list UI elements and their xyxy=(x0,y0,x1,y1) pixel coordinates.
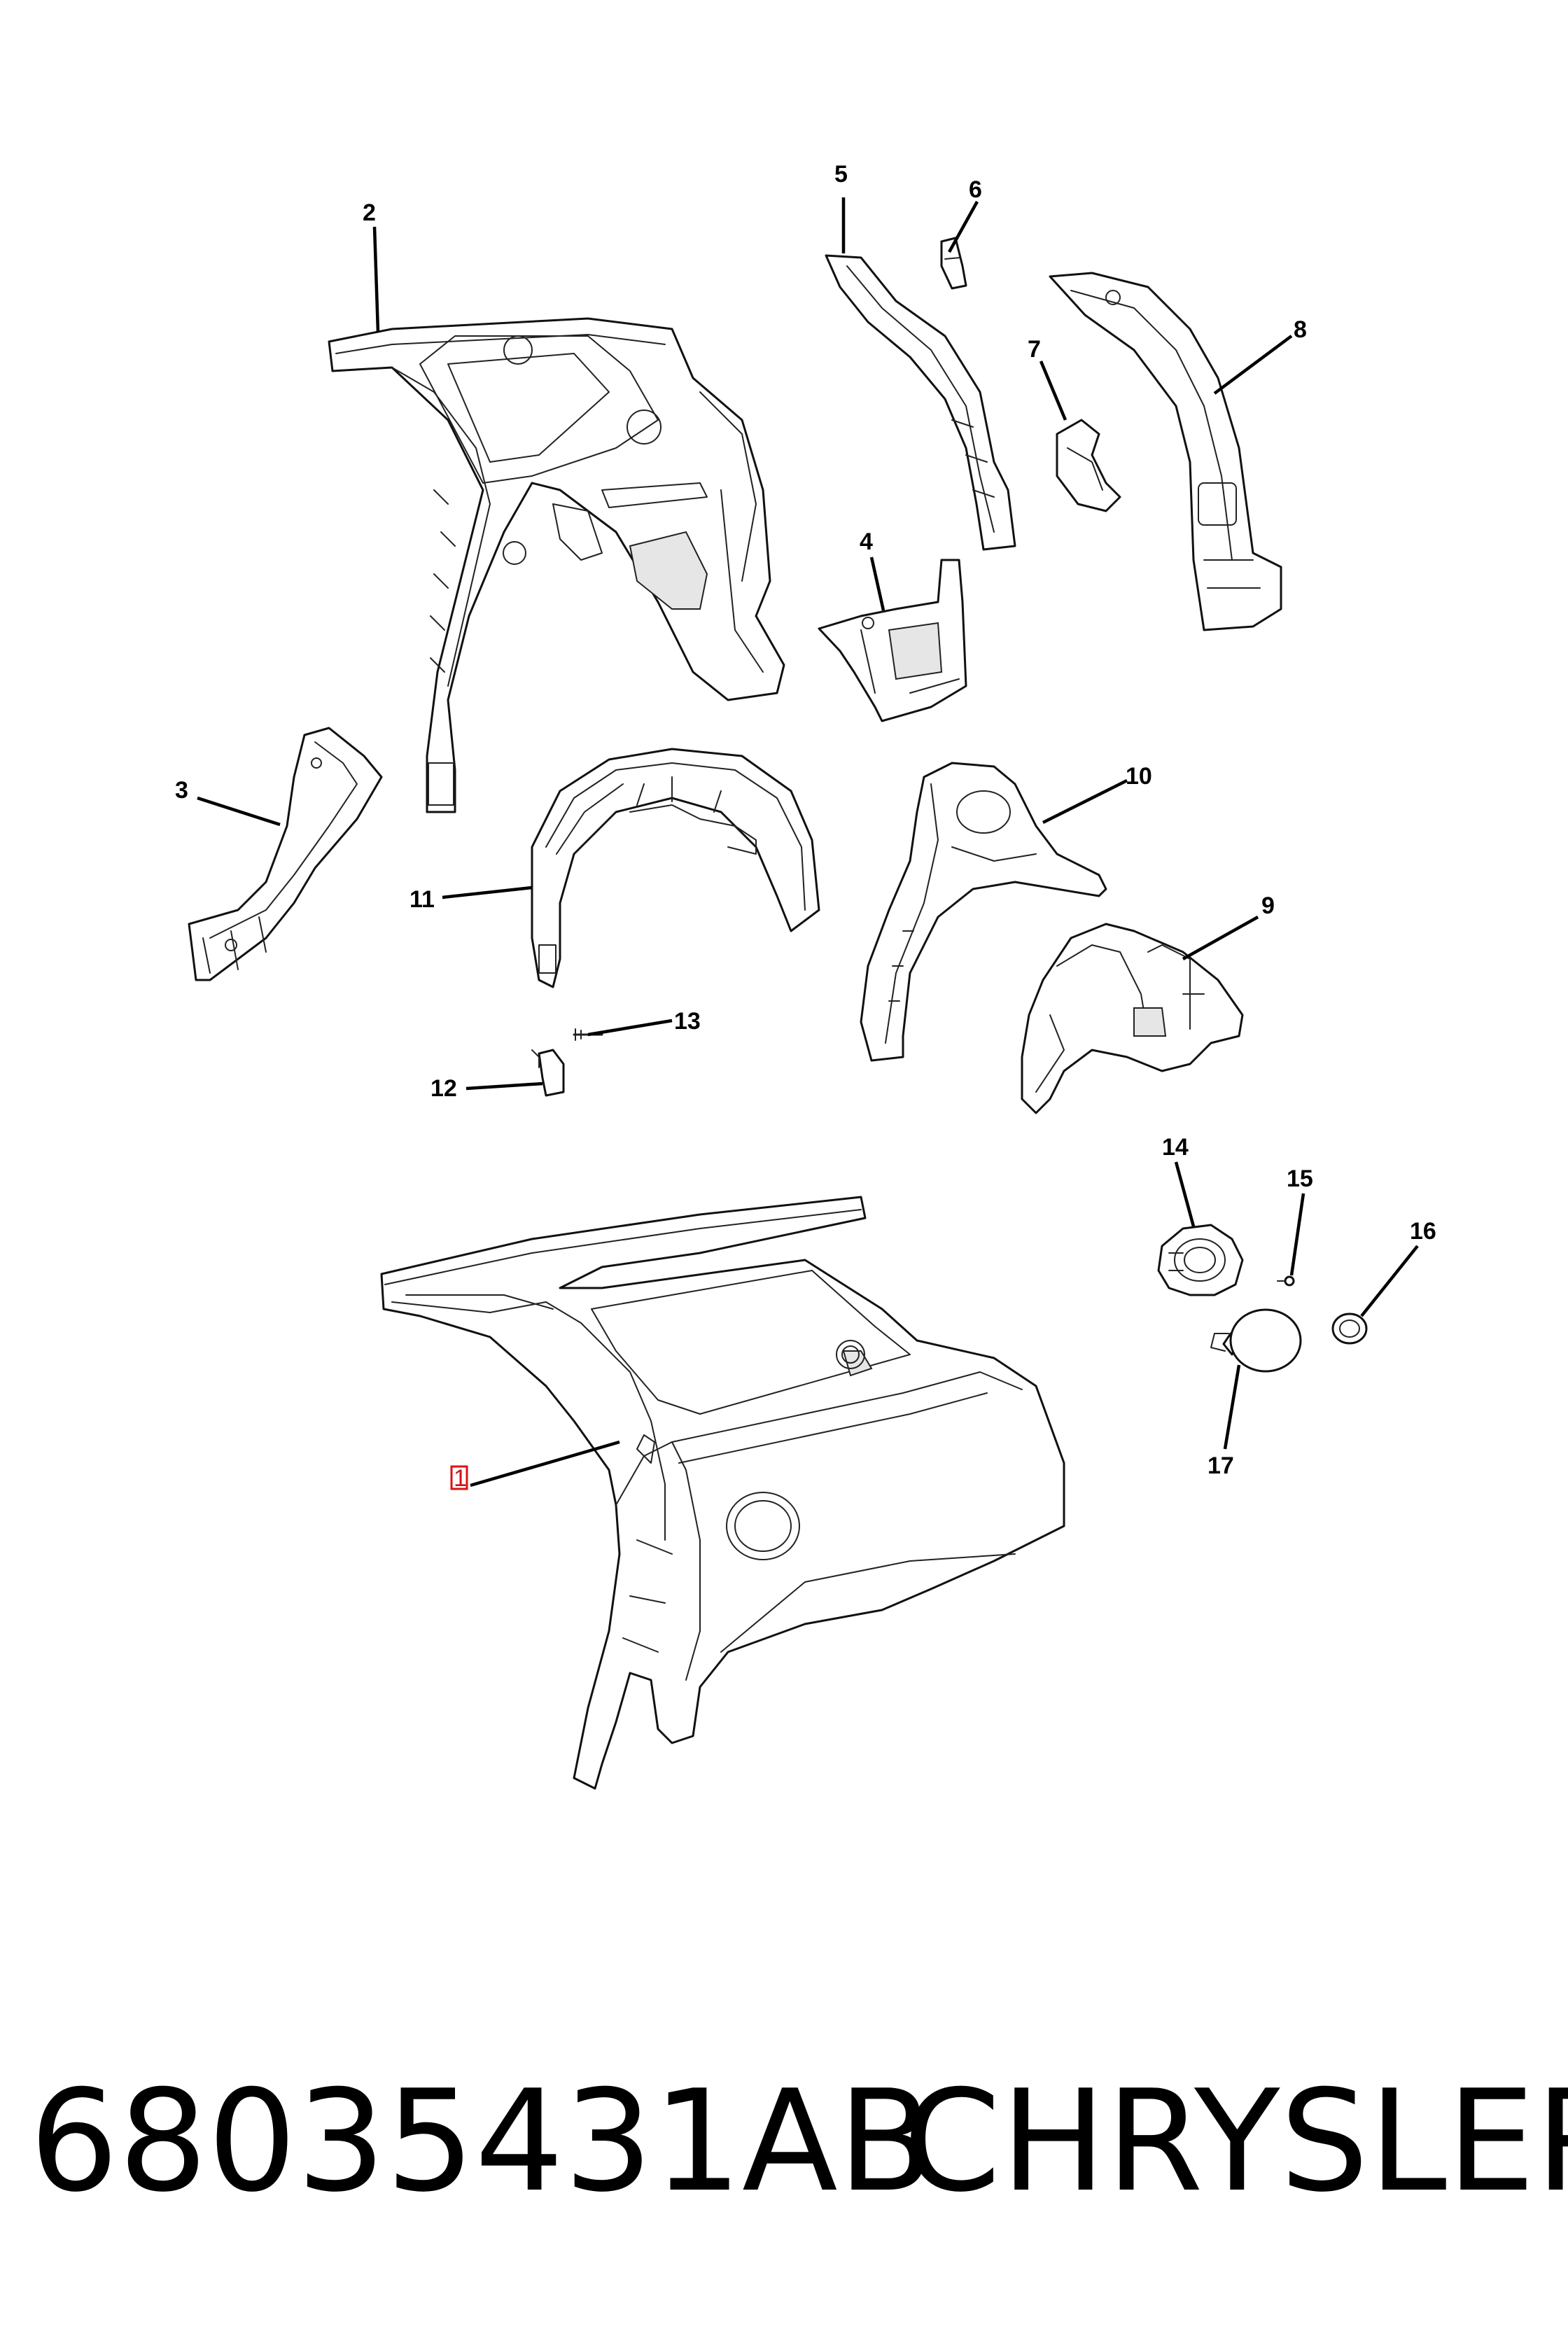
leader-11 xyxy=(442,886,533,899)
callout-8: 8 xyxy=(1294,316,1307,343)
callout-16: 16 xyxy=(1410,1218,1436,1245)
callout-14: 14 xyxy=(1162,1134,1189,1161)
leader-7 xyxy=(1039,360,1068,421)
part-number: 68035431AB xyxy=(29,2060,934,2223)
callout-13: 13 xyxy=(674,1008,701,1035)
leader-8 xyxy=(1213,335,1293,395)
brand-name: CHRYSLER xyxy=(903,2060,1568,2223)
callout-7: 7 xyxy=(1028,336,1041,363)
leader-1 xyxy=(470,1440,620,1488)
callout-9: 9 xyxy=(1261,892,1275,919)
leader-4 xyxy=(869,556,886,611)
part-5-pillar-reinforcement xyxy=(825,254,1016,551)
callout-11: 11 xyxy=(410,886,435,913)
callout-4: 4 xyxy=(860,528,873,555)
callout-1: 1 xyxy=(454,1465,467,1492)
part-2-inner-quarter-panel xyxy=(328,317,785,813)
callout-12: 12 xyxy=(430,1075,457,1102)
callout-2: 2 xyxy=(363,200,376,226)
callout-6: 6 xyxy=(969,176,982,203)
part-14-fuel-filler-housing xyxy=(1157,1224,1244,1296)
leader-14 xyxy=(1174,1161,1196,1227)
part-9-wheelhouse-extension xyxy=(1021,923,1244,1114)
leader-9 xyxy=(1182,916,1259,960)
callout-10: 10 xyxy=(1126,763,1152,790)
leader-3 xyxy=(197,796,281,827)
part-3-pillar-lower-section xyxy=(188,727,383,981)
leader-17 xyxy=(1223,1364,1241,1450)
part-15-screw xyxy=(1277,1275,1295,1287)
leader-12 xyxy=(465,1082,543,1091)
leader-2 xyxy=(372,226,380,333)
leader-16 xyxy=(1360,1245,1419,1317)
part-16-seal-ring xyxy=(1331,1312,1368,1345)
leader-15 xyxy=(1289,1193,1306,1276)
leader-lines xyxy=(197,197,1419,1488)
part-17-fuel-door xyxy=(1210,1308,1302,1373)
part-7-gusset xyxy=(1056,419,1121,512)
callout-5: 5 xyxy=(834,161,848,188)
part-11-wheelhouse-liner xyxy=(531,748,820,988)
leader-13 xyxy=(587,1018,673,1037)
part-10-inner-wheelhouse xyxy=(860,762,1107,1062)
part-12-clip-bracket xyxy=(531,1049,565,1097)
callout-3: 3 xyxy=(175,777,188,804)
part-1-outer-quarter-panel xyxy=(380,1196,1065,1790)
callout-17: 17 xyxy=(1208,1452,1234,1479)
leader-6 xyxy=(948,200,979,253)
callout-1-highlight-box xyxy=(450,1465,468,1490)
callout-15: 15 xyxy=(1287,1166,1313,1192)
part-4-lower-extension xyxy=(818,559,967,722)
part-8-rear-pillar-reinforcement xyxy=(1049,272,1282,631)
leader-10 xyxy=(1042,778,1128,825)
callout-labels: 1 2 3 4 5 6 7 8 9 10 11 12 13 14 15 16 1… xyxy=(175,161,1436,1492)
